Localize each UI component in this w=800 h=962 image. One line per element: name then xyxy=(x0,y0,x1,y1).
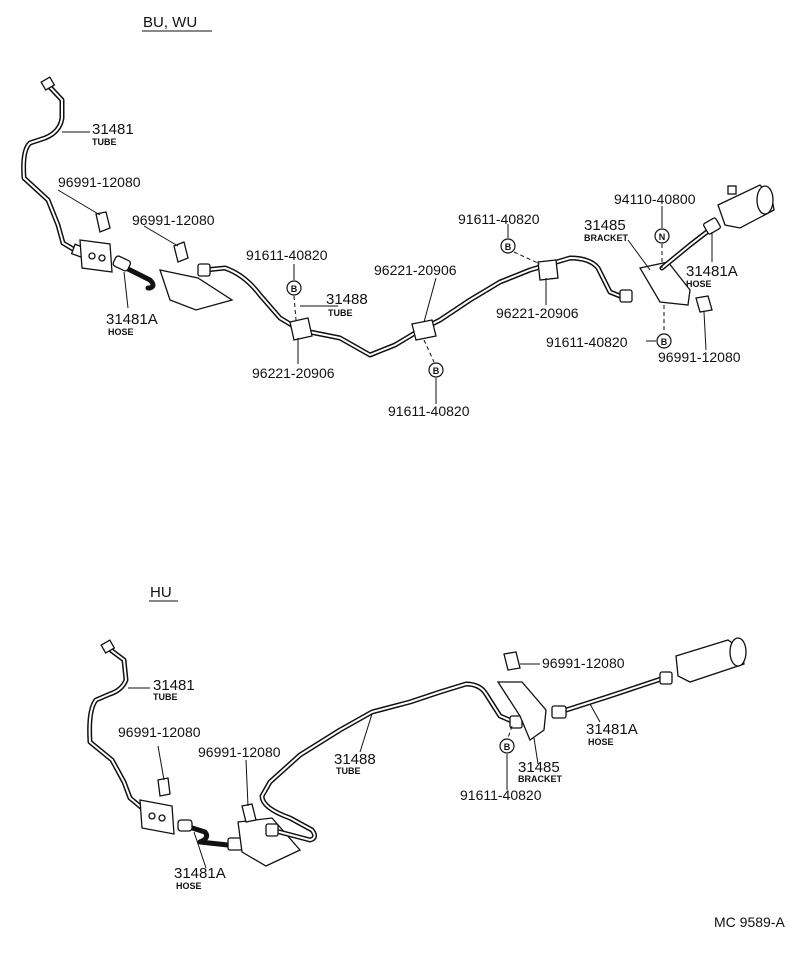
label-bolt-4-top: 91611-40820 xyxy=(546,334,628,350)
clamp-1-top xyxy=(289,317,313,341)
label-31488-top: 31488 xyxy=(326,291,368,308)
mount-plate-left-top xyxy=(79,239,113,273)
svg-text:B: B xyxy=(291,284,298,294)
top-section-header: BU, WU xyxy=(143,14,197,31)
bracket-31485-top xyxy=(638,261,691,306)
clip-left-top xyxy=(95,211,111,233)
hose-31481a-left-bottom xyxy=(177,819,243,851)
svg-text:TUBE: TUBE xyxy=(328,308,353,318)
svg-text:HOSE: HOSE xyxy=(176,881,202,891)
label-clip-mid-bottom: 96991-12080 xyxy=(198,744,281,760)
clip-mid-top xyxy=(173,241,189,263)
label-bracket-top: 31485 xyxy=(584,217,626,234)
label-31488-bottom: 31488 xyxy=(334,751,376,768)
svg-text:BRACKET: BRACKET xyxy=(518,774,563,784)
svg-text:HOSE: HOSE xyxy=(686,279,712,289)
label-hose-right-top: 31481A xyxy=(686,263,738,280)
bracket-31485-bottom xyxy=(496,681,547,742)
mount-plate-left-bottom xyxy=(139,799,175,835)
label-hose-left-bottom: 31481A xyxy=(174,865,226,882)
bottom-section: HU xyxy=(87,584,747,891)
label-clamp-3-top: 96221-20906 xyxy=(496,305,579,321)
svg-text:B: B xyxy=(661,337,668,347)
label-bolt-3-top: 91611-40820 xyxy=(458,211,540,227)
svg-text:TUBE: TUBE xyxy=(92,137,117,147)
bolt-marker-3-top: B xyxy=(500,238,541,265)
master-cylinder-bottom xyxy=(675,637,747,683)
diagram-code: MC 9589-A xyxy=(714,914,785,930)
label-bracket-bottom: 31485 xyxy=(518,759,560,776)
label-bolt-2-top: 91611-40820 xyxy=(388,403,470,419)
label-hose-left-top: 31481A xyxy=(106,311,158,328)
hose-31481a-right-bottom xyxy=(551,671,673,719)
label-clamp-2-top: 96221-20906 xyxy=(374,262,457,278)
master-cylinder-top xyxy=(717,184,775,229)
svg-text:HOSE: HOSE xyxy=(108,327,134,337)
labels-bottom: 31481 TUBE 96991-12080 96991-12080 31481… xyxy=(118,655,638,891)
bottom-section-header: HU xyxy=(150,584,172,601)
clamp-3-top xyxy=(537,259,559,281)
svg-text:N: N xyxy=(659,232,666,242)
mount-plate-mid-top xyxy=(159,269,234,311)
label-clip-left-bottom: 96991-12080 xyxy=(118,724,201,740)
clamp-2-top xyxy=(411,319,437,341)
svg-text:B: B xyxy=(433,366,440,376)
label-31481-bottom: 31481 xyxy=(153,677,195,694)
bolt-marker-2-top: B xyxy=(423,339,444,378)
label-clip-right-top: 96991-12080 xyxy=(658,349,741,365)
tube-31488-bottom xyxy=(259,681,523,843)
clip-left-bottom xyxy=(157,777,171,797)
label-clamp-1-top: 96221-20906 xyxy=(252,365,335,381)
mount-plate-mid-bottom xyxy=(237,817,302,867)
bolt-marker-1-top: B xyxy=(286,280,302,321)
label-clip-left-top: 96991-12080 xyxy=(58,174,141,190)
clip-right-top xyxy=(695,295,713,313)
hose-31481a-right-top xyxy=(659,217,721,271)
bolt-marker-4-top: B xyxy=(656,305,672,349)
svg-text:TUBE: TUBE xyxy=(153,692,178,702)
svg-text:BRACKET: BRACKET xyxy=(584,233,629,243)
labels-top: 31481 TUBE 96991-12080 96991-12080 31481… xyxy=(58,121,741,419)
bolt-marker-bottom: B xyxy=(499,725,515,754)
svg-text:TUBE: TUBE xyxy=(336,766,361,776)
label-hose-right-bottom: 31481A xyxy=(586,721,638,738)
label-clip-top-bottom: 96991-12080 xyxy=(542,655,625,671)
clip-mid-bottom xyxy=(241,803,257,823)
label-31481-top: 31481 xyxy=(92,121,134,138)
nut-marker-top: N xyxy=(654,228,670,268)
svg-text:B: B xyxy=(504,742,511,752)
top-section: BU, WU xyxy=(21,14,775,419)
tube-31481-bottom xyxy=(87,639,145,811)
svg-text:HOSE: HOSE xyxy=(588,737,614,747)
label-clip-mid-top: 96991-12080 xyxy=(132,212,215,228)
label-bolt-bottom: 91611-40820 xyxy=(460,787,542,803)
label-bolt-1-top: 91611-40820 xyxy=(246,247,328,263)
svg-text:B: B xyxy=(505,242,512,252)
clip-top-bottom xyxy=(503,651,521,671)
label-nut-top: 94110-40800 xyxy=(614,191,696,207)
tube-31481-top xyxy=(21,76,88,259)
